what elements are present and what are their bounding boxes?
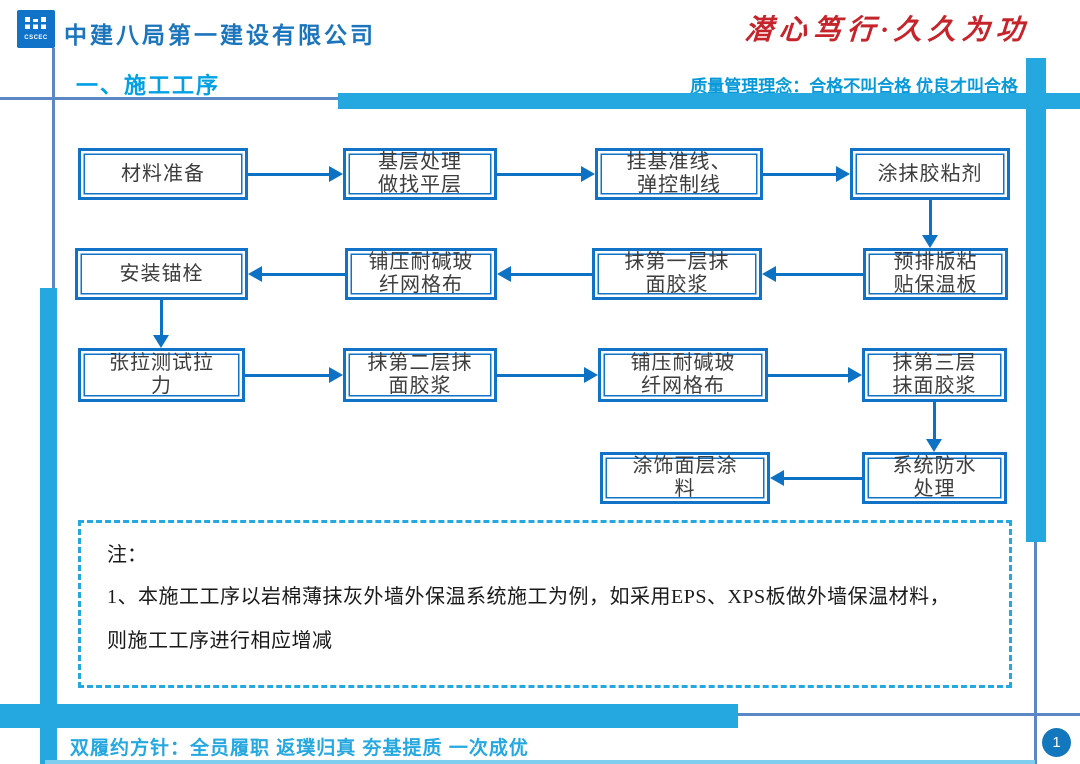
cscec-logo-mark	[23, 17, 49, 29]
company-logo: CSCEC	[17, 10, 55, 48]
flow-arrow-right	[497, 166, 595, 182]
quality-slogan: 质量管理理念：合格不叫合格 优良才叫合格	[690, 77, 1018, 96]
note-box: 注： 1、本施工工序以岩棉薄抹灰外墙外保温系统施工为例，如采用EPS、XPS板做…	[78, 520, 1012, 688]
flow-step-label: 安装锚栓	[119, 262, 204, 285]
flow-step-label: 系统防水 处理	[892, 455, 977, 500]
flow-step-label: 材料准备	[121, 162, 205, 185]
top-horizontal-line	[0, 97, 340, 100]
footer-motto: 双履约方针：全员履职 返璞归真 夯基提质 一次成优	[70, 738, 529, 759]
page-number-badge: 1	[1042, 728, 1071, 757]
right-cyan-bar	[1026, 58, 1046, 542]
flow-step-9: 张拉测试拉 力	[78, 348, 245, 402]
left-vertical-line	[52, 48, 55, 290]
flow-step-label: 预排版粘 贴保温板	[893, 251, 978, 296]
flow-step-10: 抹第二层抹 面胶浆	[343, 348, 497, 402]
flow-step-12: 抹第三层 抹面胶浆	[862, 348, 1007, 402]
flow-step-label: 铺压耐碱玻 纤网格布	[630, 352, 736, 397]
flow-step-label: 抹第二层抹 面胶浆	[367, 352, 473, 397]
flow-step-7: 抹第一层抹 面胶浆	[592, 248, 762, 300]
flow-step-13: 涂饰面层涂 料	[600, 452, 770, 504]
flow-arrow-down	[922, 200, 938, 248]
flow-step-label: 挂基准线、 弹控制线	[626, 151, 732, 196]
flow-arrow-right	[245, 367, 343, 383]
flow-step-2: 基层处理 做找平层	[343, 148, 497, 200]
flow-arrow-left	[770, 470, 862, 486]
logo-text: CSCEC	[24, 35, 48, 41]
flow-step-label: 抹第三层 抹面胶浆	[892, 352, 977, 397]
page-title: 一、施工工序	[76, 73, 221, 98]
flow-step-4: 涂抹胶粘剂	[850, 148, 1010, 200]
flow-arrow-left	[497, 266, 592, 282]
flow-arrow-left	[762, 266, 863, 282]
flow-arrow-right	[768, 367, 862, 383]
flow-step-label: 涂抹胶粘剂	[877, 162, 983, 185]
flow-step-5: 安装锚栓	[75, 248, 248, 300]
company-name: 中建八局第一建设有限公司	[64, 22, 376, 48]
right-vertical-line	[1034, 542, 1037, 764]
bottom-edge-strip	[45, 760, 1035, 764]
footer-cyan-bar	[0, 704, 738, 728]
flow-step-label: 铺压耐碱玻 纤网格布	[368, 251, 474, 296]
flow-arrow-down	[153, 300, 169, 348]
flow-arrow-left	[248, 266, 345, 282]
flow-step-6: 铺压耐碱玻 纤网格布	[345, 248, 497, 300]
flow-arrow-right	[497, 367, 598, 383]
note-heading: 注：	[107, 544, 147, 566]
flow-step-3: 挂基准线、 弹控制线	[595, 148, 763, 200]
left-cyan-bar	[40, 288, 57, 764]
flow-step-label: 张拉测试拉 力	[109, 352, 214, 397]
flow-arrow-down	[926, 402, 942, 452]
note-body: 1、本施工工序以岩棉薄抹灰外墙外保温系统施工为例，如采用EPS、XPS板做外墙保…	[107, 586, 951, 652]
flow-arrow-right	[248, 166, 343, 182]
bottom-horizontal-line	[738, 713, 1080, 716]
flow-step-label: 涂饰面层涂 料	[632, 455, 738, 500]
flow-step-1: 材料准备	[78, 148, 248, 200]
flow-step-8: 预排版粘 贴保温板	[863, 248, 1008, 300]
flow-step-14: 系统防水 处理	[862, 452, 1007, 504]
flow-step-label: 抹第一层抹 面胶浆	[624, 251, 730, 296]
top-cyan-bar	[338, 93, 1080, 109]
flow-step-label: 基层处理 做找平层	[378, 151, 462, 196]
flow-step-11: 铺压耐碱玻 纤网格布	[598, 348, 768, 402]
flow-arrow-right	[763, 166, 850, 182]
